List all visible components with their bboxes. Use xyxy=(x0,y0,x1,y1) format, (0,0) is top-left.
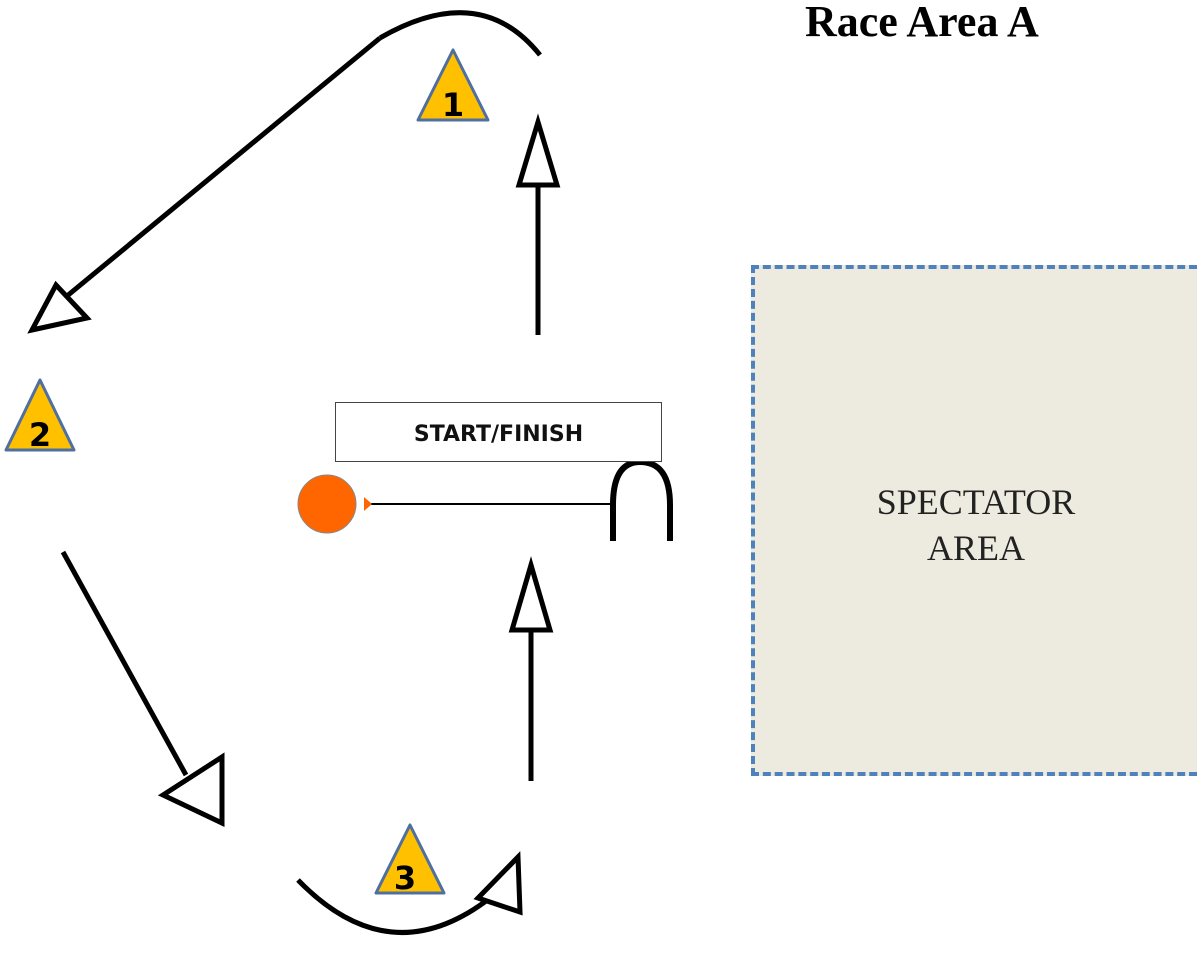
rounding-arc-mark-3 xyxy=(296,878,492,935)
pin-buoy-icon xyxy=(297,474,357,534)
mark-1-icon: 1 xyxy=(416,48,490,124)
committee-boat-icon xyxy=(610,458,673,541)
mark-2-icon: 2 xyxy=(4,378,76,454)
mark-2-label: 2 xyxy=(29,416,51,454)
spectator-area: SPECTATOR AREA xyxy=(751,265,1197,776)
page-title: Race Area A xyxy=(805,0,1039,46)
reach-arrow-1-to-2 xyxy=(27,36,382,334)
spectator-area-line2: AREA xyxy=(927,528,1025,568)
spectator-area-line1: SPECTATOR xyxy=(876,482,1076,522)
reach-arrow-2-to-3 xyxy=(60,550,225,827)
spectator-area-label: SPECTATOR AREA xyxy=(755,479,1197,571)
finish-arrow xyxy=(508,556,554,781)
pin-flag-icon xyxy=(364,497,372,511)
mark-3-label: 3 xyxy=(394,859,416,897)
upwind-arrow xyxy=(515,113,561,335)
mark-3-icon: 3 xyxy=(374,823,446,897)
rounding-arc-mark-1 xyxy=(378,10,542,57)
mark-3-arrowhead xyxy=(473,851,523,916)
mark-1-label: 1 xyxy=(442,86,464,124)
start-finish-label: START/FINISH xyxy=(335,402,662,462)
